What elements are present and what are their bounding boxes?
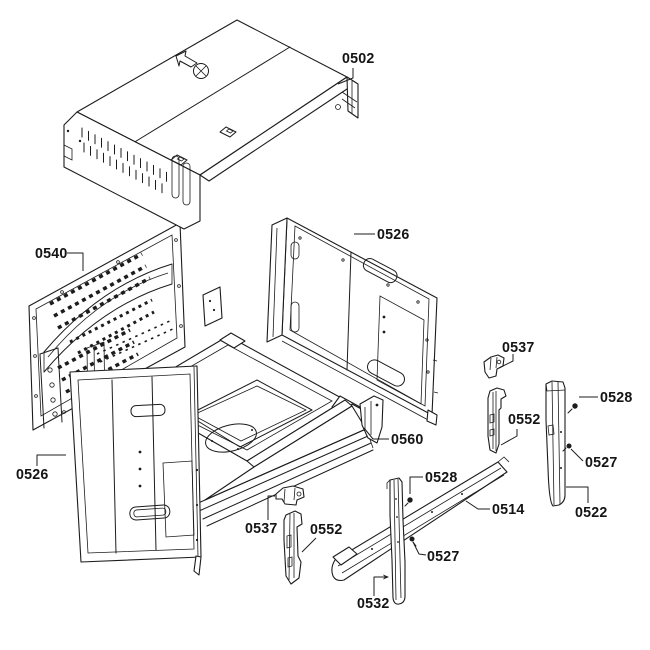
part-label-screw-0528-upper: 0528 — [600, 389, 633, 406]
small-plate-part — [202, 286, 223, 327]
telescopic-rail-part — [331, 456, 510, 582]
bracket-lower-part — [275, 485, 305, 506]
screw-0528-upper — [567, 403, 578, 414]
part-label-cavity-base: 0560 — [391, 431, 424, 448]
screw-0527-upper — [562, 443, 572, 452]
rear-panel-part — [28, 222, 186, 431]
right-side-panel-part — [266, 217, 439, 426]
bracket-upper-part — [483, 354, 505, 379]
part-label-left-side-panel: 0526 — [16, 466, 49, 483]
side-rail-right-part — [545, 380, 566, 507]
side-rail-bottom-part — [386, 477, 406, 605]
part-label-screw-0527-upper: 0527 — [585, 454, 618, 471]
part-label-right-side-panel: 0526 — [377, 226, 410, 243]
part-label-rear-panel: 0540 — [35, 245, 68, 262]
part-label-bracket-lower: 0537 — [245, 520, 278, 537]
part-label-rail-upper: 0552 — [508, 411, 541, 428]
support-rail-upper-part — [487, 387, 507, 454]
part-label-screw-0528-lower: 0528 — [425, 469, 458, 486]
leader-lines — [36, 68, 598, 596]
screw-0528-lower — [404, 497, 413, 507]
screw-0527-lower — [409, 536, 417, 547]
support-rail-lower-part — [283, 510, 303, 585]
part-label-rail-lower: 0552 — [310, 521, 343, 538]
part-label-side-rail-right: 0522 — [575, 504, 608, 521]
part-label-telescopic-rail: 0514 — [492, 501, 525, 518]
left-side-panel-part — [69, 365, 202, 576]
part-label-side-rail-bottom: 0532 — [357, 595, 390, 612]
part-label-bracket-upper: 0537 — [502, 339, 535, 356]
top-cover-part — [63, 19, 359, 230]
part-label-top-cover: 0502 — [342, 50, 375, 67]
part-label-screw-0527-lower: 0527 — [427, 548, 460, 565]
